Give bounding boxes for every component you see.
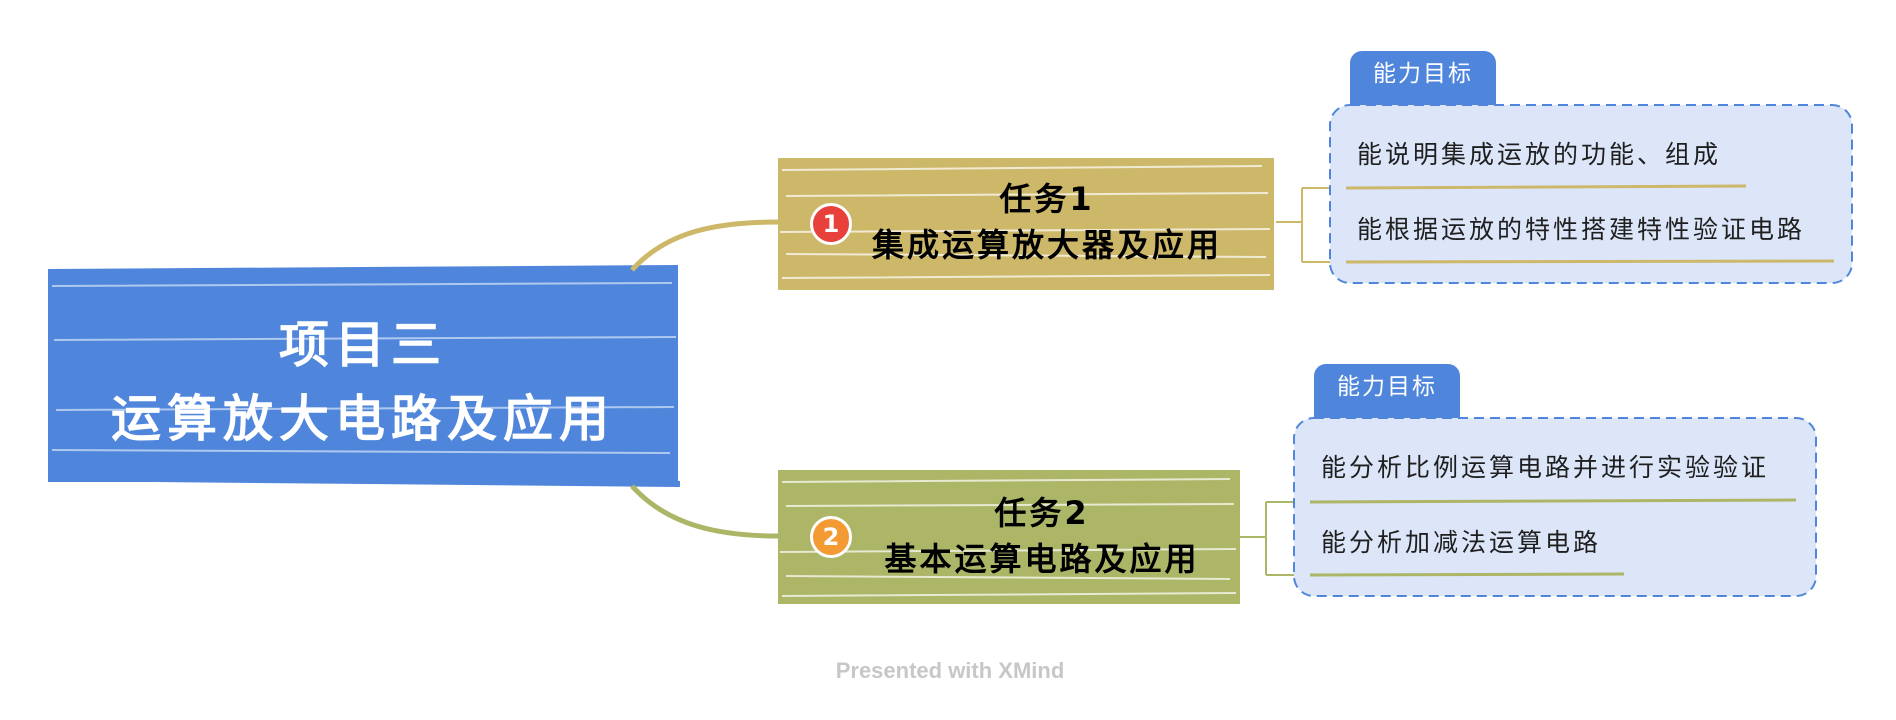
goal-underline-1b <box>1345 259 1835 264</box>
root-topic-line2: 运算放大电路及应用 <box>111 390 615 448</box>
xmind-footer: Presented with XMind <box>835 658 1065 683</box>
connector-root-task1 <box>630 219 779 272</box>
task2-title: 任务2 <box>994 494 1090 532</box>
goal-1a[interactable]: 能说明集成运放的功能、组成 <box>1357 140 1722 169</box>
task2-number-badge: 2 <box>810 516 852 558</box>
ability-goal-tag-2[interactable]: 能力目标 <box>1314 364 1460 418</box>
goal-underline-2b <box>1309 572 1625 577</box>
task1-number-badge: 1 <box>810 203 852 245</box>
root-topic-line1: 项目三 <box>279 316 447 374</box>
task1-subtitle: 集成运算放大器及应用 <box>871 226 1222 264</box>
connector-root-task2 <box>630 484 779 539</box>
task2-topic-text[interactable]: 任务2 基本运算电路及应用 <box>862 490 1222 582</box>
goal-box-2 <box>1293 417 1817 597</box>
goal-1b[interactable]: 能根据运放的特性搭建特性验证电路 <box>1357 215 1806 244</box>
task1-title: 任务1 <box>999 180 1095 218</box>
task2-subtitle: 基本运算电路及应用 <box>884 540 1200 578</box>
task1-topic-text[interactable]: 任务1 集成运算放大器及应用 <box>862 176 1232 268</box>
task2-topic-shape[interactable] <box>778 470 1240 604</box>
goal-underline-1a <box>1345 184 1747 190</box>
goal-box-1 <box>1329 104 1853 284</box>
goal-2b[interactable]: 能分析加减法运算电路 <box>1321 528 1602 557</box>
ability-goal-tag-1[interactable]: 能力目标 <box>1350 51 1496 105</box>
goal-underline-2a <box>1309 498 1797 504</box>
root-topic-shape[interactable] <box>47 265 681 487</box>
task1-topic-shape[interactable] <box>778 158 1274 290</box>
goal-2a[interactable]: 能分析比例运算电路并进行实验验证 <box>1321 453 1770 482</box>
root-topic-text[interactable]: 项目三 运算放大电路及应用 <box>48 308 678 456</box>
